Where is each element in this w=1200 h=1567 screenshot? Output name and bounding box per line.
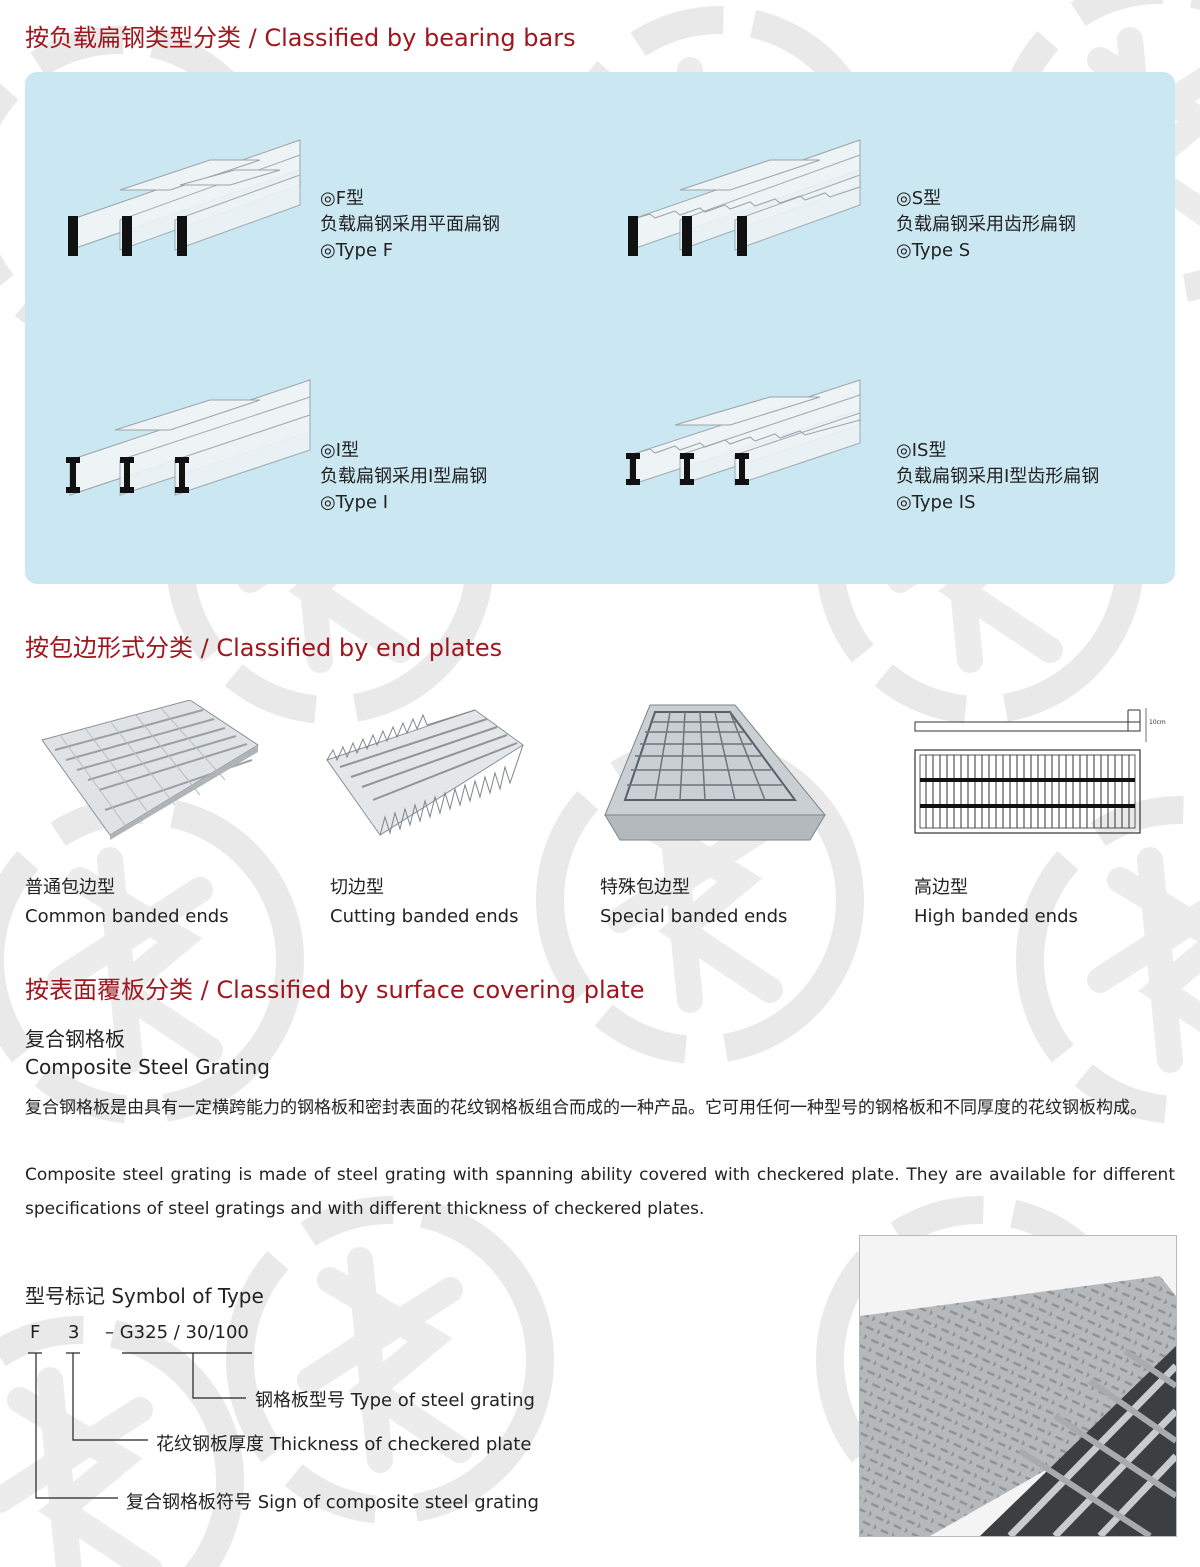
type-s-caption: ◎S型 负载扁钢采用齿形扁钢 ◎Type S (896, 186, 1076, 264)
common-banded-ends-cn: 普通包边型 (25, 877, 115, 898)
common-banded-ends-en: Common banded ends (25, 906, 229, 927)
composite-desc-cn: 复合钢格板是由具有一定横跨能力的钢格板和密封表面的花纹钢格板组合而成的一种产品。… (25, 1098, 1147, 1118)
type-is-caption: ◎IS型 负载扁钢采用I型齿形扁钢 ◎Type IS (896, 438, 1099, 516)
high-banded-ends-caption: 高边型 High banded ends (914, 873, 1078, 931)
composite-desc-en: Composite steel grating is made of steel… (25, 1165, 1175, 1219)
type-i-grating-image (66, 379, 311, 496)
type-i-line1: ◎I型 (320, 440, 360, 461)
type-f-line1: ◎F型 (320, 188, 365, 209)
high-banded-ends-cn: 高边型 (914, 877, 968, 898)
heading-end-plates: 按包边形式分类 / Classified by end plates (25, 634, 503, 662)
type-is-line2: 负载扁钢采用I型齿形扁钢 (896, 466, 1100, 487)
high-banded-ends-en: High banded ends (914, 906, 1078, 927)
special-banded-ends-caption: 特殊包边型 Special banded ends (600, 873, 787, 931)
cutting-banded-ends-en: Cutting banded ends (330, 906, 519, 927)
special-banded-ends-image (604, 704, 827, 841)
type-f-line3: ◎Type F (320, 240, 394, 261)
heading-surface-plate: 按表面覆板分类 / Classified by surface covering… (25, 976, 645, 1004)
type-i-line2: 负载扁钢采用I型扁钢 (320, 466, 488, 487)
cutting-banded-ends-cn: 切边型 (330, 877, 384, 898)
type-s-line2: 负载扁钢采用齿形扁钢 (896, 214, 1076, 235)
label-grating-type: 钢格板型号 Type of steel grating (255, 1390, 535, 1411)
common-banded-ends-caption: 普通包边型 Common banded ends (25, 873, 229, 931)
type-is-grating-image (626, 379, 861, 486)
symbol-part-grating: – G325 / 30/100 (105, 1322, 249, 1343)
special-banded-ends-en: Special banded ends (600, 906, 788, 927)
composite-title-cn: 复合钢格板 (25, 1027, 125, 1051)
symbol-title: 型号标记 Symbol of Type (25, 1284, 264, 1308)
type-is-line1: ◎IS型 (896, 440, 947, 461)
type-f-line2: 负载扁钢采用平面扁钢 (320, 214, 500, 235)
symbol-part-f: F (30, 1322, 41, 1343)
composite-title: 复合钢格板 Composite Steel Grating (25, 1025, 270, 1081)
cutting-banded-ends-image (326, 709, 524, 836)
special-banded-ends-cn: 特殊包边型 (600, 877, 690, 898)
type-is-line3: ◎Type IS (896, 492, 976, 513)
high-banded-ends-drawing: 10cm (914, 708, 1166, 834)
type-s-line1: ◎S型 (896, 188, 942, 209)
type-i-line3: ◎Type I (320, 492, 389, 513)
type-s-grating-image (628, 139, 861, 256)
bearing-bar-panel (25, 72, 1175, 584)
heading-bearing-bars: 按负载扁钢类型分类 / Classified by bearing bars (25, 24, 576, 52)
composite-grating-photo (859, 1235, 1177, 1537)
label-plate-thickness: 花纹钢板厚度 Thickness of checkered plate (156, 1434, 532, 1455)
type-s-line3: ◎Type S (896, 240, 971, 261)
type-f-caption: ◎F型 负载扁钢采用平面扁钢 ◎Type F (320, 186, 500, 264)
symbol-part-3: 3 (68, 1322, 80, 1343)
type-i-caption: ◎I型 负载扁钢采用I型扁钢 ◎Type I (320, 438, 487, 516)
label-composite-sign: 复合钢格板符号 Sign of composite steel grating (126, 1492, 539, 1513)
type-f-grating-image (68, 139, 301, 256)
cutting-banded-ends-caption: 切边型 Cutting banded ends (330, 873, 518, 931)
common-banded-ends-image (41, 700, 259, 840)
symbol-connector-lines (28, 1352, 252, 1499)
composite-title-en: Composite Steel Grating (25, 1055, 270, 1079)
high-end-dimension-label: 10cm (1149, 719, 1166, 726)
